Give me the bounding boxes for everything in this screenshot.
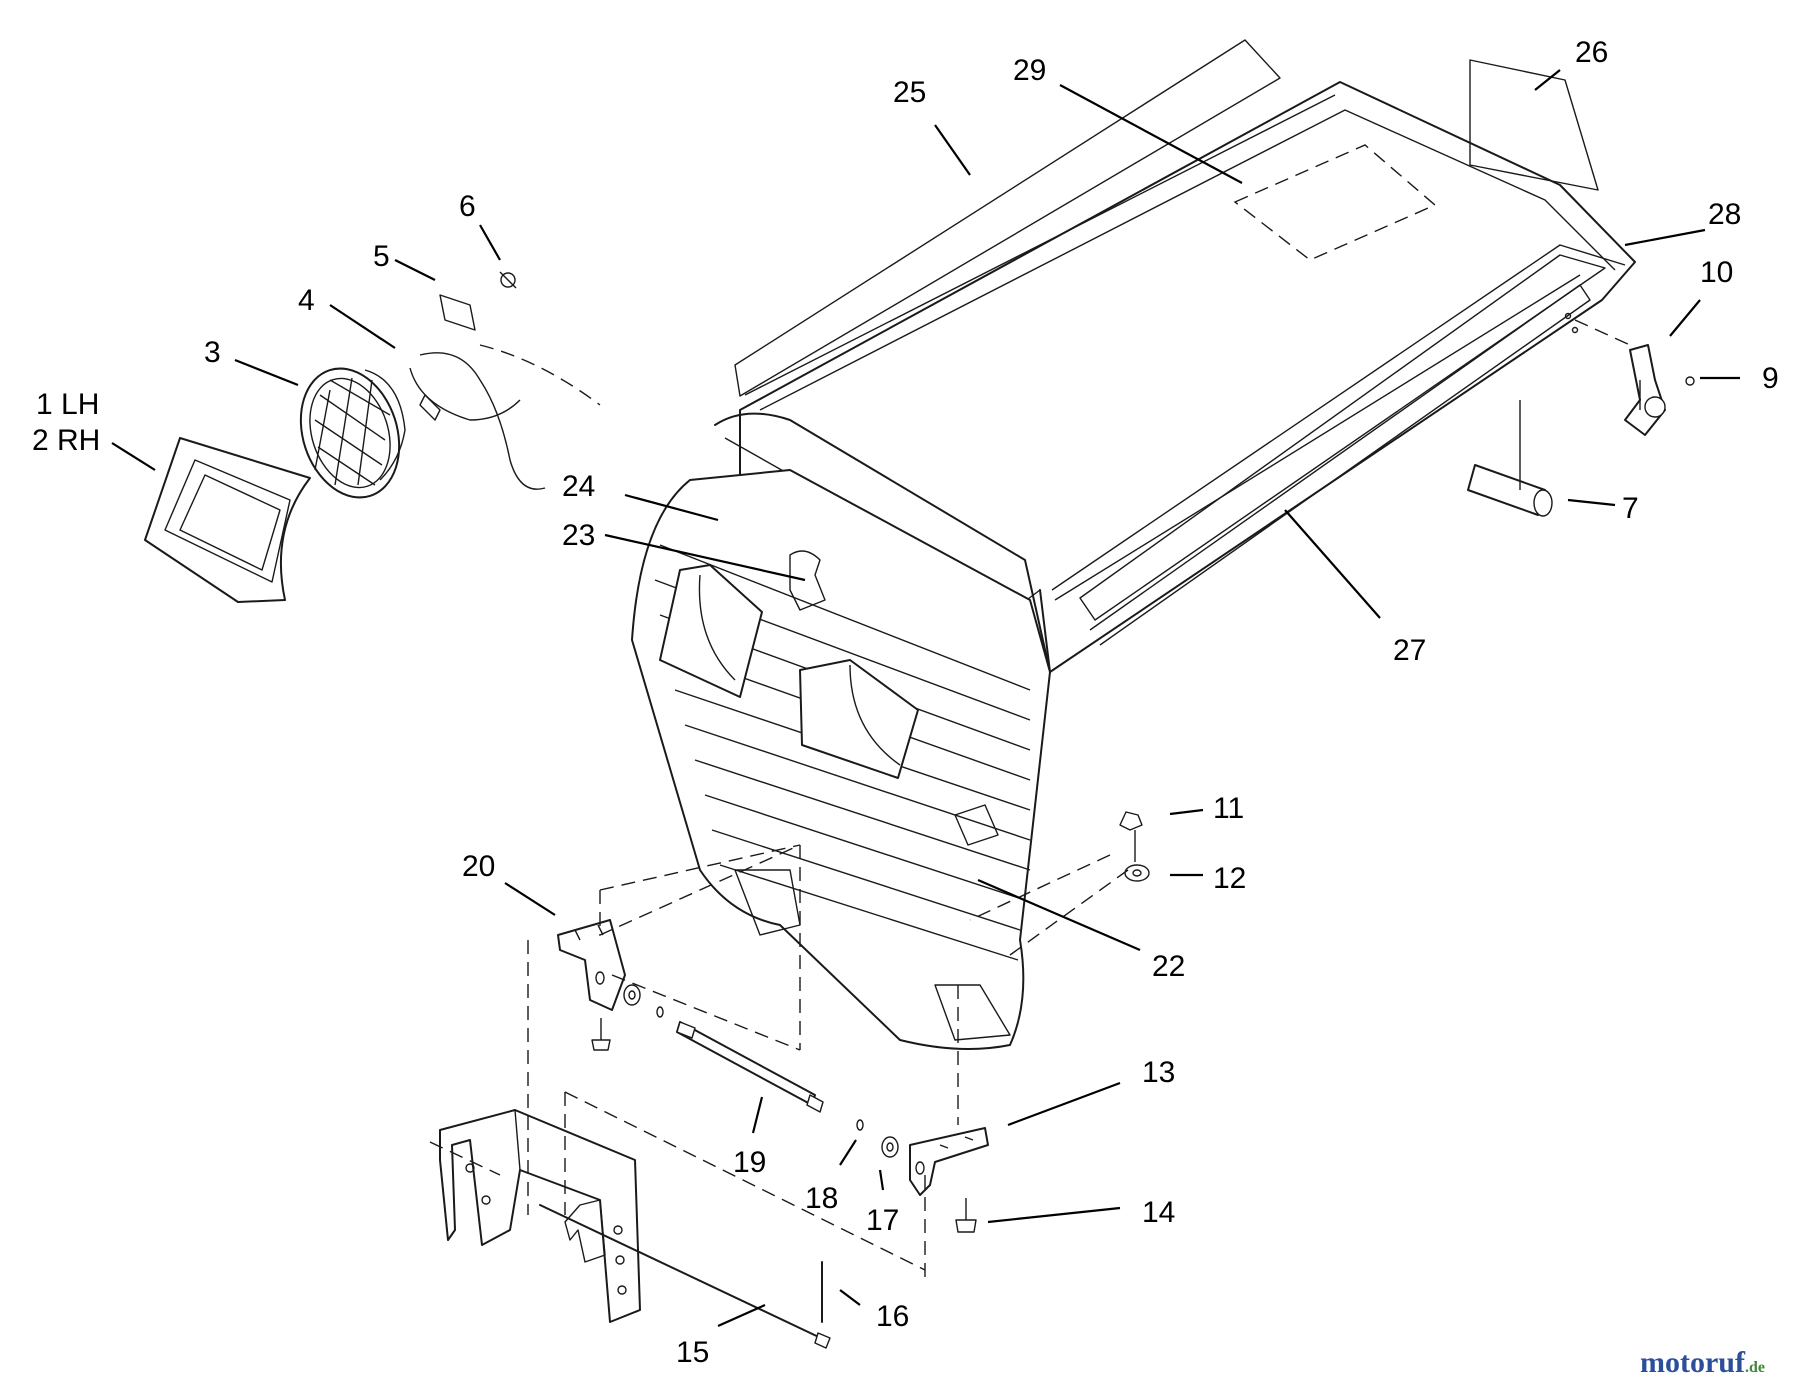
callout-15: 15 [676, 1336, 709, 1369]
watermark-suffix: .de [1745, 1359, 1765, 1376]
sealed-beam-lamp [299, 367, 406, 499]
assembly-lines [527, 844, 1129, 1285]
callout-22: 22 [1152, 950, 1185, 983]
callout-25: 25 [893, 76, 926, 109]
mounting-plate [429, 1109, 641, 1323]
lamp-bracket [439, 271, 517, 331]
callout-19: 19 [733, 1146, 766, 1179]
callout-10: 10 [1700, 256, 1733, 289]
pivot-shaft [623, 984, 899, 1158]
callout-7: 7 [1622, 492, 1639, 525]
callout-17: 17 [866, 1204, 899, 1237]
nut-washer [969, 811, 1150, 921]
watermark: motoruf.de [1640, 1346, 1765, 1379]
callout-13: 13 [1142, 1056, 1175, 1089]
callout-1: 1 LH [36, 388, 99, 421]
callout-20: 20 [462, 850, 495, 883]
decal-27 [1079, 254, 1606, 646]
callout-27: 27 [1393, 634, 1426, 667]
hood-latch [1564, 312, 1695, 436]
headlight-housing [144, 437, 311, 603]
callout-26: 26 [1575, 36, 1608, 69]
decal-29 [1233, 144, 1437, 261]
callout-11: 11 [1213, 792, 1244, 825]
callout-6: 6 [459, 190, 476, 223]
callout-4: 4 [298, 284, 315, 317]
callout-2: 2 RH [32, 424, 100, 457]
screw-14 [955, 1198, 977, 1233]
decal-26 [1469, 59, 1599, 191]
bracket-right [909, 985, 989, 1196]
wire-harness [409, 344, 601, 490]
callout-14: 14 [1142, 1196, 1175, 1229]
callout-5: 5 [373, 240, 390, 273]
leader-lines [111, 69, 1740, 1328]
callout-28: 28 [1708, 198, 1741, 231]
callout-12: 12 [1213, 862, 1246, 895]
callout-3: 3 [204, 336, 221, 369]
callout-24: 24 [562, 470, 595, 503]
callout-18: 18 [805, 1182, 838, 1215]
callout-labels: 1 LH 2 RH 3 4 5 6 7 9 10 11 12 13 14 15 … [32, 36, 1779, 1369]
svg-text:motoruf.de: motoruf.de [1640, 1346, 1765, 1379]
pivot-pin [1467, 400, 1553, 517]
callout-16: 16 [876, 1300, 909, 1333]
grille-assembly [631, 469, 1051, 1050]
decal-25 [734, 39, 1281, 397]
rod-15 [539, 1204, 831, 1349]
callout-9: 9 [1762, 362, 1779, 395]
callout-23: 23 [562, 519, 595, 552]
callout-29: 29 [1013, 54, 1046, 87]
bracket-left [557, 919, 626, 1051]
watermark-brand: motoruf [1640, 1346, 1746, 1379]
